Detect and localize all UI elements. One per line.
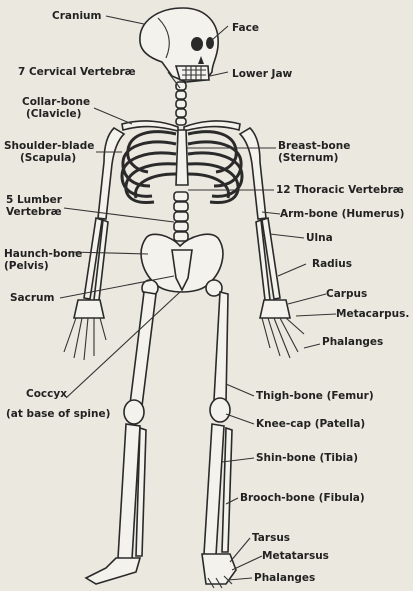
- label-ulna: Ulna: [306, 232, 333, 244]
- label-haunch-bone-name: Haunch-bone: [4, 248, 82, 260]
- label-shoulder-blade-name: Shoulder-blade: [4, 140, 94, 152]
- label-metacarpus: Metacarpus.: [336, 308, 409, 320]
- label-tarsus: Tarsus: [252, 532, 290, 544]
- label-sternum: (Sternum): [278, 152, 350, 164]
- label-sacrum: Sacrum: [10, 292, 54, 304]
- label-arm-bone: Arm-bone (Humerus): [280, 208, 404, 220]
- label-knee-cap: Knee-cap (Patella): [256, 418, 365, 430]
- label-carpus: Carpus: [326, 288, 367, 300]
- label-shin-bone: Shin-bone (Tibia): [256, 452, 358, 464]
- label-thigh-bone: Thigh-bone (Femur): [256, 390, 374, 402]
- label-pelvis: (Pelvis): [4, 260, 82, 272]
- label-lower-jaw: Lower Jaw: [232, 68, 292, 80]
- label-phalanges-foot: Phalanges: [254, 572, 315, 584]
- label-haunch-bone: Haunch-bone (Pelvis): [4, 248, 82, 272]
- skull: [140, 8, 218, 82]
- label-coccyx: Coccyx (at base of spine): [6, 388, 110, 420]
- label-radius: Radius: [312, 258, 352, 270]
- label-breast-bone-name: Breast-bone: [278, 140, 350, 152]
- legs: [86, 280, 236, 588]
- label-collar-bone: Collar-bone (Clavicle): [22, 96, 90, 120]
- label-phalanges-hand: Phalanges: [322, 336, 383, 348]
- label-brooch-bone: Brooch-bone (Fibula): [240, 492, 365, 504]
- label-face: Face: [232, 22, 259, 34]
- label-scapula: (Scapula): [20, 152, 94, 164]
- label-coccyx-name: Coccyx: [26, 388, 110, 400]
- label-thoracic-vertebrae: 12 Thoracic Vertebræ: [276, 184, 404, 196]
- label-metatarsus: Metatarsus: [262, 550, 329, 562]
- label-collar-bone-name: Collar-bone: [22, 96, 90, 108]
- label-cranium: Cranium: [52, 10, 101, 22]
- label-lumbar-vertebrae: 5 Lumber Vertebræ: [6, 194, 62, 218]
- label-breast-bone: Breast-bone (Sternum): [278, 140, 350, 164]
- label-shoulder-blade: Shoulder-blade (Scapula): [4, 140, 94, 164]
- label-lumbar-line-1: 5 Lumber: [6, 194, 62, 206]
- label-coccyx-note: (at base of spine): [6, 408, 110, 420]
- label-lumbar-line-2: Vertebræ: [6, 206, 62, 218]
- label-cervical-vertebrae: 7 Cervical Vertebræ: [18, 66, 136, 78]
- label-clavicle: (Clavicle): [26, 108, 90, 120]
